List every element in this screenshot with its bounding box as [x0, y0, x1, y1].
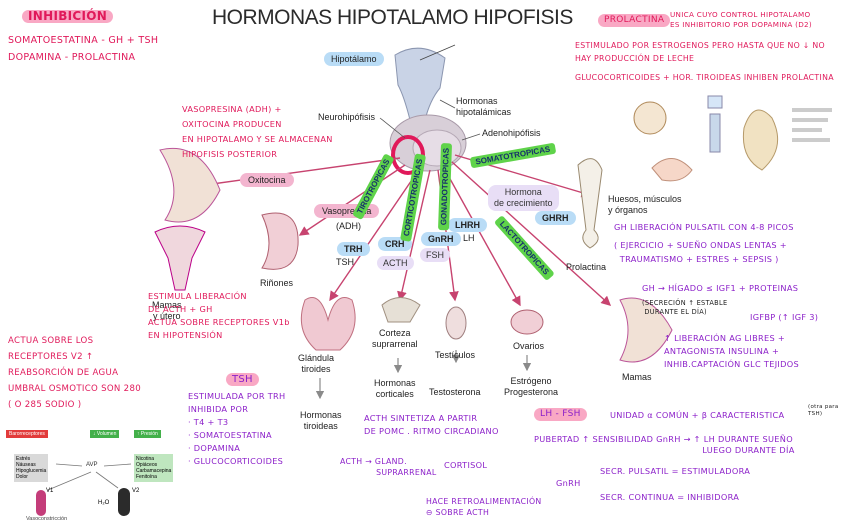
note-estimula: ESTIMULA LIBERACIÓN DE ACTH + GH ACTUA S… — [148, 291, 290, 340]
note-actua-v2: ACTUA SOBRE LOS RECEPTORES V2 ↑ REABSORC… — [8, 336, 141, 410]
secr-continua: SECR. CONTINUA = INHIBIDORA — [600, 492, 740, 502]
corteza-suprarrenal-label: Corteza suprarrenal — [372, 328, 418, 349]
page-title: HORMONAS HIPOTALAMO HIPOFISIS — [212, 6, 573, 29]
gnrh-note-label: GnRH — [556, 478, 581, 488]
prolactina-heading: PROLACTINA — [598, 14, 671, 27]
hormona-crecimiento-label: Hormona de crecimiento — [488, 185, 559, 211]
acth-retro: HACE RETROALIMENTACIÓN ⊖ SOBRE ACTH — [426, 497, 542, 517]
ovarios-label: Ovarios — [513, 341, 545, 351]
adenohipofisis-label: Adenohipófisis — [482, 128, 541, 138]
adh-label: (ADH) — [336, 221, 361, 231]
pubertad-note: PUBERTAD ↑ SENSIBILIDAD GnRH → ↑ LH DURA… — [534, 434, 795, 455]
testiculos-label: Testículos — [435, 350, 476, 360]
inhibicion-line2: DOPAMINA - PROLACTINA — [8, 52, 136, 63]
glandula-tiroides-label: Glándula tiroides — [298, 353, 335, 374]
ghrh-label: GHRH — [535, 211, 576, 225]
mini-v1: V1 — [46, 488, 54, 494]
gnrh-label: GnRH — [421, 232, 461, 246]
gh-secrecion: (SECRECIÓN ↑ ESTABLE DURANTE EL DÍA) — [642, 299, 728, 316]
tsh-label: TSH — [336, 257, 354, 267]
prolactina-mini-diagram — [622, 88, 844, 184]
acth-note-heading: ACTH SINTETIZA A PARTIR DE POMC . RITMO … — [364, 413, 499, 436]
hormonas-corticales-label: Hormonas corticales — [374, 378, 416, 399]
prolactina-line2: ES INHIBITORIO POR DOPAMINA (D2) — [670, 20, 813, 29]
mini-tag-baroreceptores: Barorreceptores — [6, 430, 48, 438]
avp-mini-diagram: Barorreceptores ↓ Volumen ↑ Presión Estr… — [6, 428, 184, 526]
hormonas-tiroideas-label: Hormonas tiroideas — [300, 410, 342, 431]
mini-left-box: Estrés Náuseas Hipoglucemia Dolor — [14, 454, 49, 482]
lhfsh-small: (otra para TSH) — [808, 404, 839, 417]
prolactina-label: Prolactina — [566, 262, 607, 272]
mini-tag-presion: ↑ Presión — [134, 430, 161, 438]
mini-caption: Vasoconstricción — [26, 516, 68, 522]
lhfsh-text: UNIDAD α COMÚN + β CARACTERISTICA — [610, 410, 785, 420]
acth-label: ACTH — [377, 256, 414, 270]
lh-label: LH — [463, 233, 475, 243]
mini-vessels — [36, 463, 132, 516]
hormonas-hipotalamicas-label: Hormonas hipotalámicas — [456, 96, 512, 117]
oxitocina-label: Oxitocina — [240, 173, 294, 187]
gh-higado: GH → HÍGADO ≤ IGF1 + PROTEINAS — [642, 283, 799, 293]
huesos-label: Huesos, músculos y órganos — [608, 194, 682, 215]
acth-cortisol: CORTISOL — [444, 460, 488, 470]
lhrh-label: LHRH — [448, 218, 487, 232]
secr-pulsatil: SECR. PULSATIL = ESTIMULADORA — [600, 466, 751, 476]
inhibicion-line1: SOMATOESTATINA - GH + TSH — [8, 35, 159, 46]
fsh-label: FSH — [420, 248, 450, 262]
gh-liberacion: ↑ LIBERACIÓN AG LIBRES + ANTAGONISTA INS… — [664, 333, 799, 369]
estrogeno-label: Estrógeno Progesterona — [504, 376, 559, 397]
acth-flow: ACTH → GLAND. SUPRARRENAL — [340, 457, 437, 477]
tsh-note-body: ESTIMULADA POR TRH INHIBIDA POR · T4 + T… — [188, 391, 286, 466]
rinones-label: Riñones — [260, 278, 294, 288]
inhibicion-heading: INHIBICIÓN — [22, 10, 114, 23]
testosterona-label: Testosterona — [429, 387, 481, 397]
lhfsh-heading: LH - FSH — [534, 408, 587, 421]
mamas-label: Mamas — [622, 372, 652, 382]
hipotalamo-label: Hipotálamo — [324, 52, 384, 66]
prolactina-line4: HAY PRODUCCIÓN DE LECHE — [575, 54, 695, 63]
note-vasopresina: VASOPRESINA (ADH) + OXITOCINA PRODUCEN E… — [182, 104, 333, 159]
mini-right-box: Nicotina Opiáceos Carbamacepina Fenitoín… — [134, 454, 174, 482]
gh-body: ( EJERCICIO + SUEÑO ONDAS LENTAS + TRAUM… — [614, 240, 787, 264]
tsh-note-heading: TSH — [226, 373, 259, 386]
prolactina-line3: ESTIMULADO POR ESTROGENOS PERO HASTA QUE… — [575, 41, 825, 50]
gh-heading: GH LIBERACIÓN PULSATIL CON 4-8 PICOS — [614, 222, 794, 232]
igfbp-note: IGFBP (↑ IGF 3) — [750, 312, 819, 322]
mamas-utero-label: Mamas y útero — [152, 300, 182, 321]
mini-h2o: H₂O — [98, 500, 110, 506]
prolactina-line1: UNICA CUYO CONTROL HIPOTALAMO — [670, 10, 811, 19]
neurohipofisis-label: Neurohipófisis — [318, 112, 376, 122]
mini-v2: V2 — [132, 488, 140, 494]
mini-avp: AVP — [86, 462, 98, 468]
mini-tag-volumen: ↓ Volumen — [90, 430, 120, 438]
prolactina-line5: GLUCOCORTICOIDES + HOR. TIROIDEAS INHIBE… — [575, 73, 834, 82]
vasopresina-label: Vasopresina — [314, 204, 380, 218]
trh-label: TRH — [337, 242, 370, 256]
